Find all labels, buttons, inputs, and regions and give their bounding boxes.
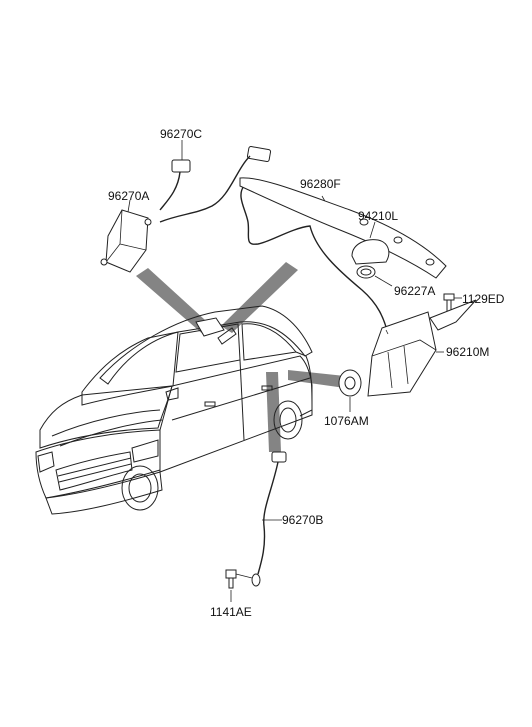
label-96270A: 96270A xyxy=(108,189,149,203)
pointer-module-left xyxy=(136,268,216,336)
part-1141AE xyxy=(225,569,253,602)
connector-96270C-b xyxy=(246,145,272,163)
pointer-wedges xyxy=(136,262,345,452)
label-96270C: 96270C xyxy=(160,127,202,141)
part-94210L xyxy=(239,177,447,279)
label-1076AM: 1076AM xyxy=(324,414,369,428)
label-1141AE: 1141AE xyxy=(210,605,252,619)
part-96270C xyxy=(159,140,272,223)
connector-96270C-a xyxy=(171,159,191,173)
part-1129ED xyxy=(443,293,462,317)
pointer-lower-cable xyxy=(266,372,281,452)
label-96210M: 96210M xyxy=(446,345,489,359)
part-1076AM xyxy=(338,369,362,412)
label-96280F: 96280F xyxy=(300,177,341,191)
part-labels: 96270C 96270A 96280F 94210L 96227A 1129E… xyxy=(108,127,505,619)
pointer-grommet xyxy=(288,370,345,388)
label-94210L: 94210L xyxy=(358,209,398,223)
antenna-dome xyxy=(351,239,390,265)
label-96270B: 96270B xyxy=(282,513,323,527)
part-96210M xyxy=(367,299,477,397)
part-96227A xyxy=(356,265,393,287)
sedan-car xyxy=(35,305,313,515)
part-96270A xyxy=(100,199,152,273)
pointer-cable-right xyxy=(221,262,298,333)
label-1129ED: 1129ED xyxy=(462,292,505,306)
label-96227A: 96227A xyxy=(394,284,435,298)
part-96270B xyxy=(251,451,287,587)
